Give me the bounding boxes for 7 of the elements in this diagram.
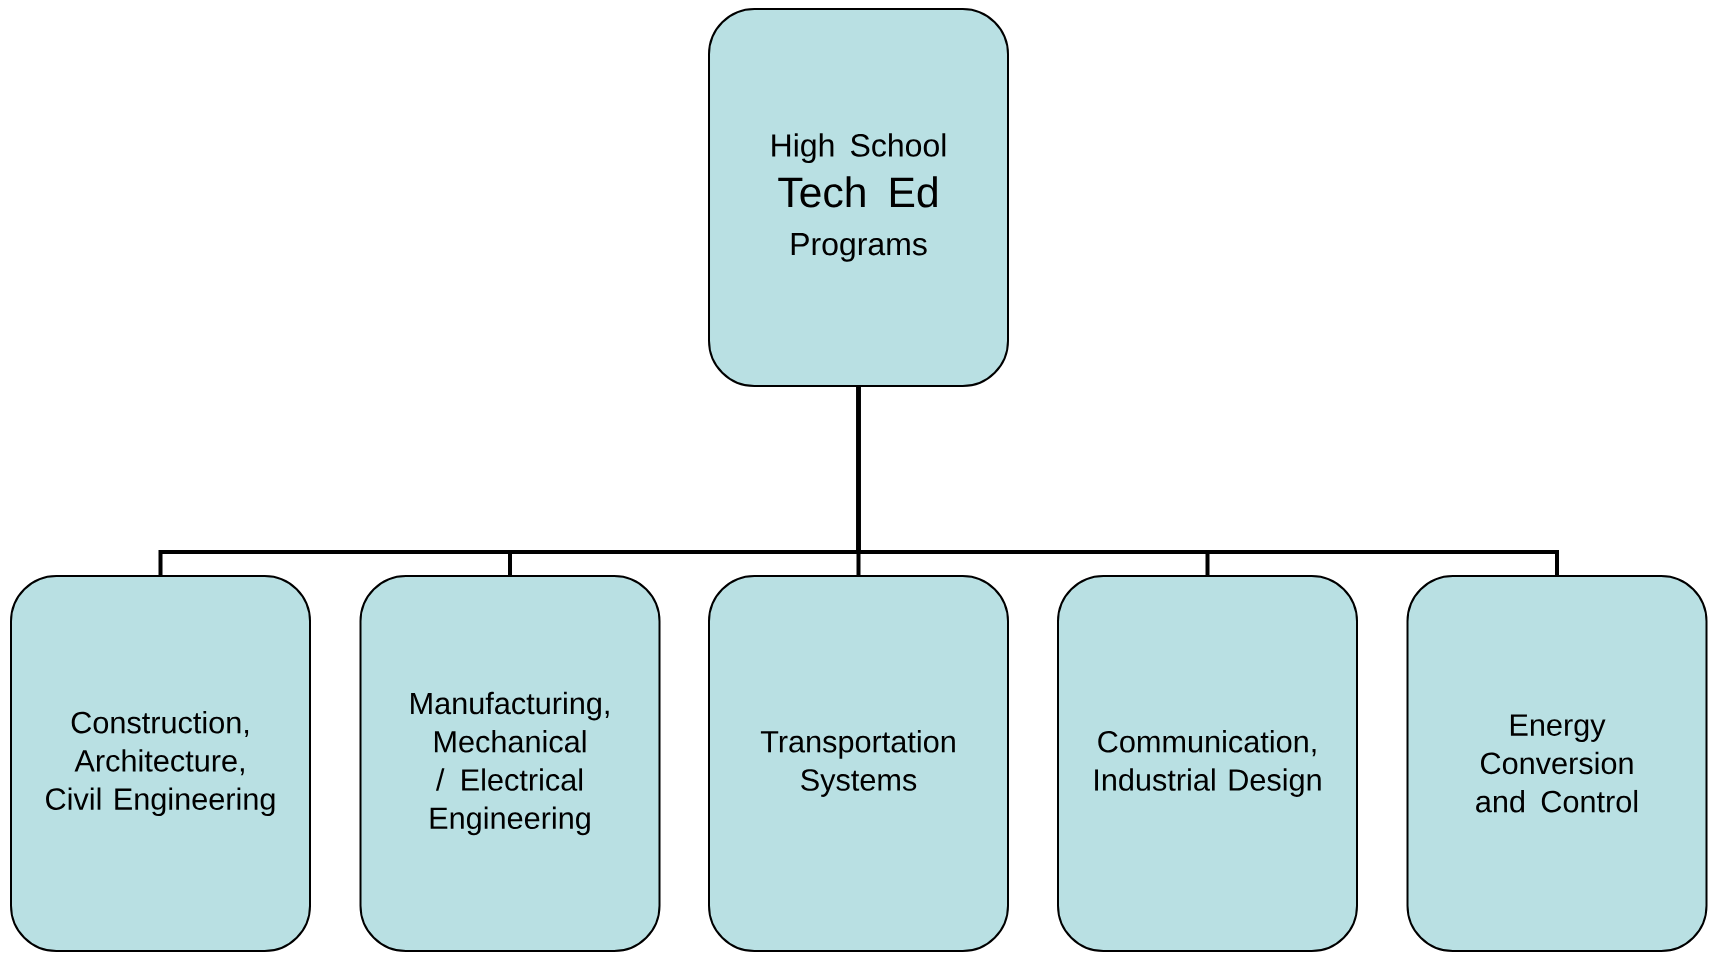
program-box: Transportation Systems bbox=[708, 575, 1009, 952]
connector-line bbox=[856, 387, 1559, 575]
program-box: Manufacturing, Mechanical / Electrical Engineering bbox=[359, 575, 661, 952]
program-box: Construction, Architecture, Civil Engineering bbox=[10, 575, 311, 952]
program-box: Communication, Industrial Design bbox=[1057, 575, 1358, 952]
program-box: High School Tech Ed Programs bbox=[708, 8, 1009, 387]
program-box: Energy Conversion and Control bbox=[1406, 575, 1708, 952]
